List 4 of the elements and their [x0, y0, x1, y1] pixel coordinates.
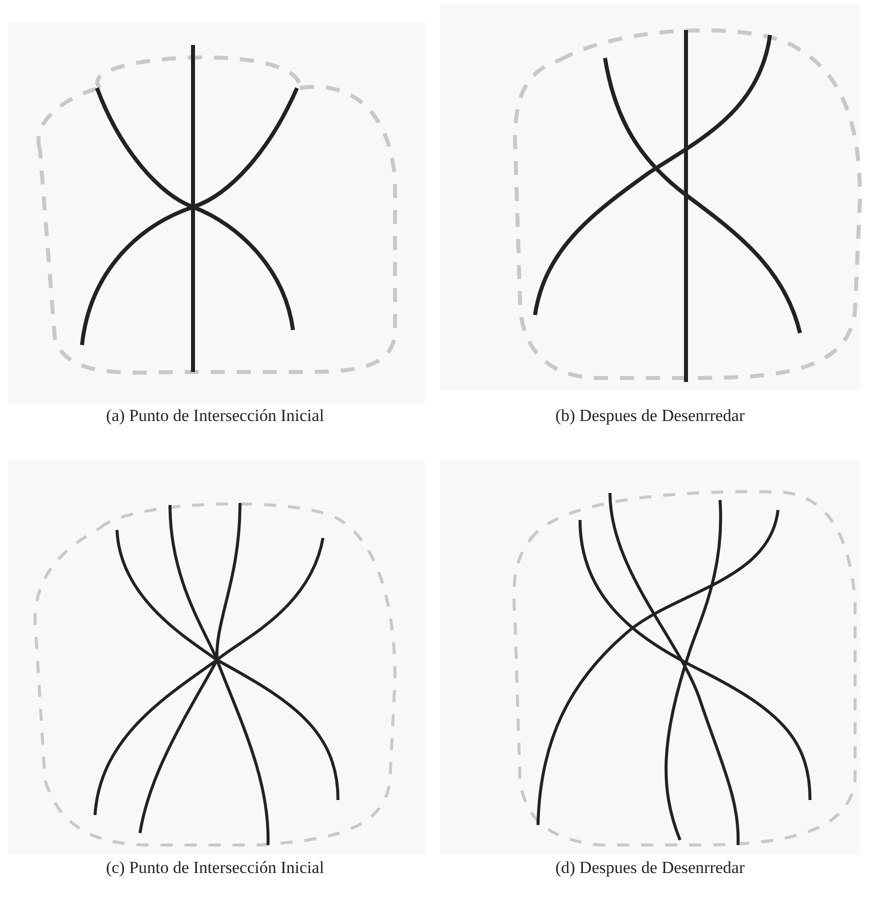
figure-caption: (d) Despues de Desenrredar [555, 858, 745, 878]
figure-caption: (b) Despues de Desenrredar [555, 406, 745, 426]
figure-caption: (a) Punto de Intersección Inicial [106, 406, 324, 426]
figure-caption: (c) Punto de Intersección Inicial [106, 858, 324, 878]
